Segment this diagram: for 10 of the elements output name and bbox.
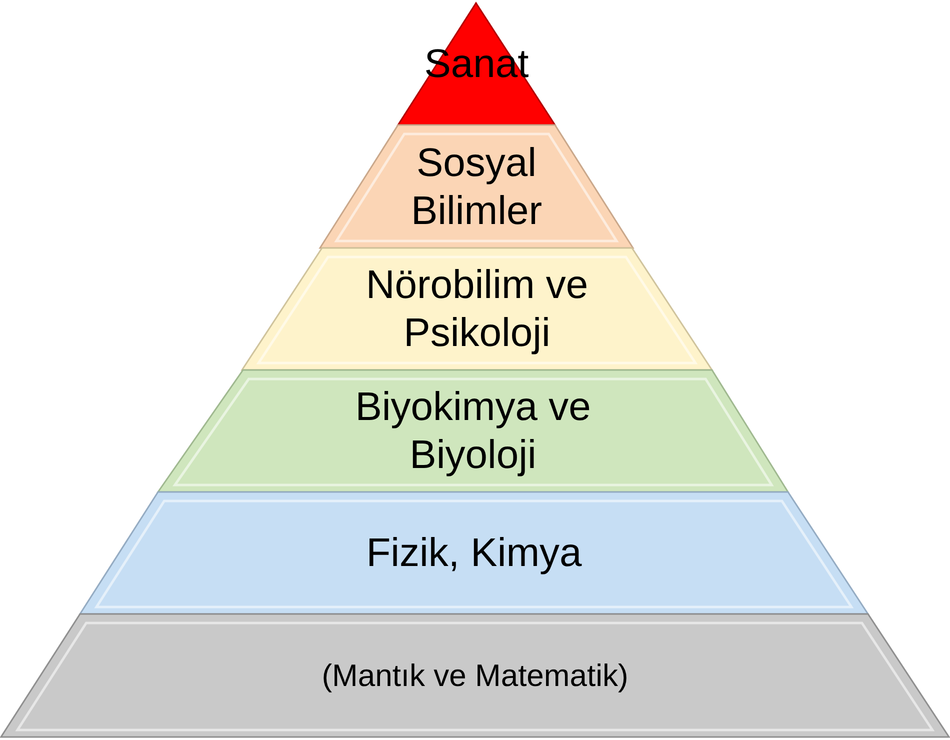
pyramid-tier — [1, 614, 949, 737]
tier-label: Fizik, Kimya — [365, 530, 583, 577]
pyramid-tier — [242, 248, 712, 370]
tier-label: Biyokimya ve Biyoloji — [354, 384, 592, 479]
pyramid-tier — [80, 492, 868, 614]
tier-label: (Mantık ve Matematik) — [320, 656, 630, 694]
tier-label: Nörobilim ve Psikoloji — [364, 262, 590, 357]
pyramid-tier — [320, 125, 633, 248]
pyramid-tier — [158, 370, 788, 492]
tier-label: Sosyal Bilimler — [410, 140, 544, 234]
